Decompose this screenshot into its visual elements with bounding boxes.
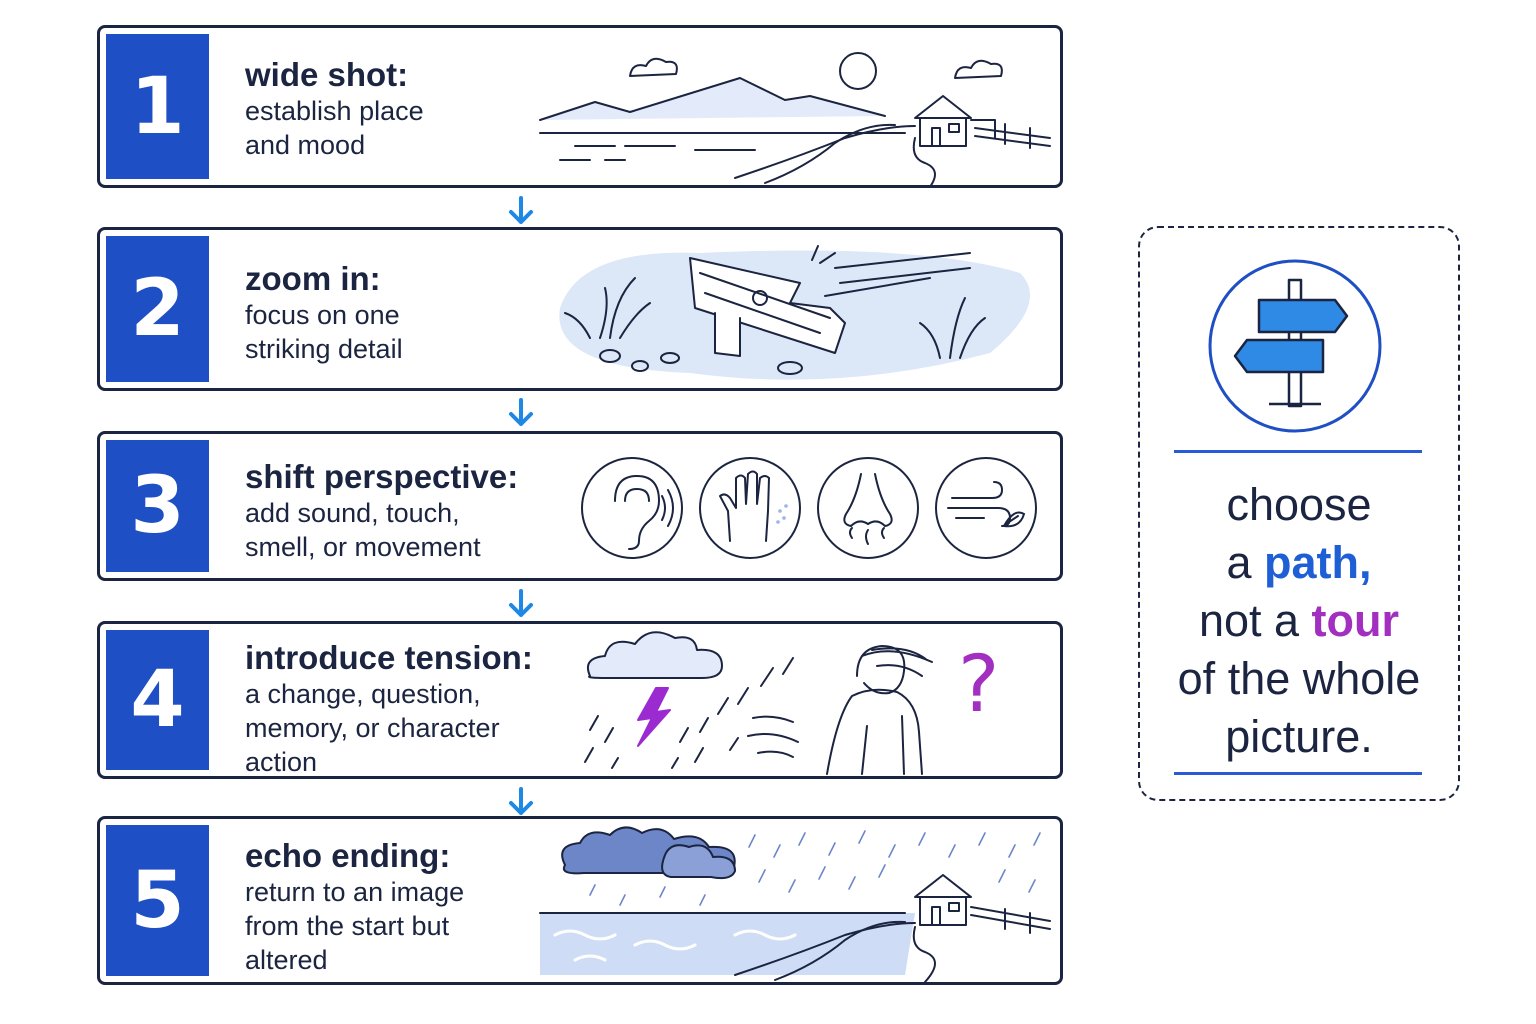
arrow-down-icon [509, 589, 533, 617]
ear-icon [581, 457, 683, 559]
step-number-5: 5 [106, 825, 209, 976]
step-number-2: 2 [106, 236, 209, 382]
quote-line-2-start: a [1226, 537, 1265, 588]
step-4-desc-line-1: a change, question, [245, 679, 481, 709]
quote-highlight-path: path, [1264, 537, 1372, 588]
quote-line-1: choose [1226, 479, 1372, 530]
signpost-icon [1208, 259, 1382, 433]
step-3-text: shift perspective: add sound, touch, sme… [245, 458, 575, 564]
step-5-heading: echo ending: [245, 837, 451, 874]
step-5-desc-line-3: altered [245, 945, 328, 975]
arrow-down-icon [509, 787, 533, 815]
quote-line-2: a path, [1140, 534, 1458, 592]
arrow-down-icon [509, 398, 533, 426]
stormy-coast-icon [539, 826, 1051, 982]
step-2-card: 2 zoom in: focus on one striking detail [97, 227, 1063, 391]
step-2-heading: zoom in: [245, 260, 381, 297]
step-4-desc-line-3: action [245, 747, 318, 777]
step-5-desc-line-2: from the start but [245, 911, 450, 941]
step-2-text: zoom in: focus on one striking detail [245, 260, 575, 366]
wind-icon [935, 457, 1037, 559]
step-4-heading: introduce tension: [245, 639, 533, 676]
broken-fence-icon [559, 245, 1030, 380]
divider-bottom [1174, 772, 1422, 775]
quote-line-5: picture. [1225, 711, 1373, 762]
step-4-text: introduce tension: a change, question, m… [245, 639, 575, 777]
step-1-heading: wide shot: [245, 56, 409, 93]
question-mark-icon: ? [958, 640, 1000, 730]
quote-highlight-tour: tour [1311, 595, 1400, 646]
step-5-card: 5 echo ending: return to an image from t… [97, 816, 1063, 985]
divider-top [1174, 450, 1422, 453]
coastal-landscape-icon [539, 52, 1051, 185]
step-number-4: 4 [106, 630, 209, 770]
step-number-3: 3 [106, 440, 209, 572]
step-3-card: 3 shift perspective: add sound, touch, s… [97, 431, 1063, 581]
step-3-desc-line-2: smell, or movement [245, 532, 481, 562]
step-1-desc-line-2: and mood [245, 130, 366, 160]
step-2-desc-line-1: focus on one [245, 300, 400, 330]
step-4-desc-line-2: memory, or character [245, 713, 500, 743]
storm-cloud-icon [584, 631, 799, 769]
step-1-card: 1 wide shot: establish place and mood [97, 25, 1063, 188]
step-3-heading: shift perspective: [245, 458, 519, 495]
takeaway-panel: choose a path, not a tour of the whole p… [1138, 226, 1460, 801]
person-figure-icon [826, 645, 933, 775]
step-5-desc-line-1: return to an image [245, 877, 465, 907]
quote-line-3-start: not a [1198, 595, 1312, 646]
arrow-down-icon [509, 196, 533, 224]
takeaway-quote: choose a path, not a tour of the whole p… [1140, 476, 1458, 766]
step-4-card: 4 introduce tension: a change, question,… [97, 621, 1063, 779]
step-5-text: echo ending: return to an image from the… [245, 837, 575, 977]
hand-touch-icon [699, 457, 801, 559]
nose-smell-icon [817, 457, 919, 559]
step-2-desc-line-2: striking detail [245, 334, 403, 364]
quote-line-4: of the whole [1177, 653, 1421, 704]
step-3-desc-line-1: add sound, touch, [245, 498, 460, 528]
step-number-1: 1 [106, 34, 209, 179]
step-1-desc-line-1: establish place [245, 96, 424, 126]
quote-line-3: not a tour [1140, 592, 1458, 650]
step-1-text: wide shot: establish place and mood [245, 56, 575, 162]
